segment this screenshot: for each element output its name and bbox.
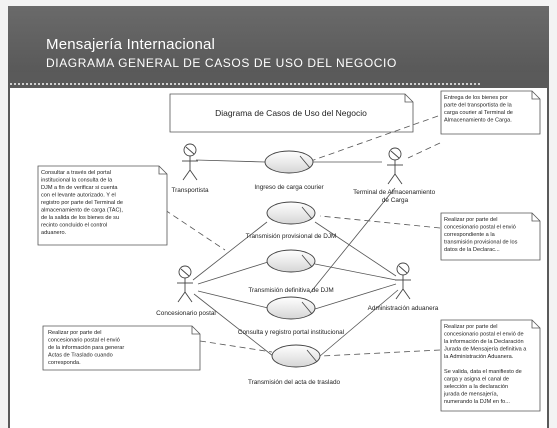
- note-line: corresponda.: [48, 360, 81, 366]
- assoc-aduana-consulta: [314, 283, 397, 310]
- actor-concesionario: [177, 265, 193, 303]
- diagram-canvas: Diagrama de Casos de Uso del Negocio: [10, 88, 547, 428]
- connector-definitiva: [321, 349, 441, 357]
- connector-entrega-terminal: [407, 142, 441, 159]
- use-case-acta-label: Transmisión del acta de traslado: [248, 379, 341, 386]
- note-realizar-definitiva-text: Realizar por parte del concesionario pos…: [443, 324, 528, 405]
- actor-terminal: [387, 147, 403, 185]
- note-line: con el levante autorizado. Y el: [41, 193, 116, 199]
- assoc-concesionario-consulta: [197, 290, 269, 309]
- slide-header: Mensajería Internacional DIAGRAMA GENERA…: [8, 6, 549, 72]
- note-line: Consultar a través del portal: [41, 170, 111, 176]
- note-line: parte del transportista de la: [444, 103, 513, 109]
- note-line: de la información para generar: [48, 345, 124, 351]
- assoc-concesionario-acta: [193, 293, 274, 357]
- assoc-aduana-provisional: [314, 221, 397, 277]
- note-line: selección a la declaración: [444, 384, 508, 390]
- assoc-aduana-acta: [319, 289, 399, 357]
- note-consultar: Consultar a través del portal institucio…: [37, 165, 168, 246]
- note-realizar-acta: Realizar por parte del concesionario pos…: [42, 325, 201, 371]
- use-case-diagram: Diagrama de Casos de Uso del Negocio: [37, 90, 541, 412]
- use-case-provisional: Transmisión provisional de DJM: [246, 201, 337, 240]
- note-line: almacenamiento de carga (TAC),: [41, 208, 123, 214]
- note-line: aduanero.: [41, 230, 67, 236]
- note-line: Actas de Traslado cuando: [48, 353, 113, 359]
- assoc-aduana-definitiva: [314, 263, 397, 281]
- note-realizar-acta-text: Realizar por parte del concesionario pos…: [48, 330, 126, 366]
- actor-concesionario-label: Concesionario postal: [156, 310, 216, 317]
- note-line: registro por parte del Terminal de: [41, 200, 123, 206]
- connector-provisional: [319, 215, 441, 229]
- diagram-title: Diagrama de Casos de Uso del Negocio: [215, 108, 367, 118]
- use-case-definitiva: Transmisión definitiva de DJM: [248, 249, 334, 294]
- diagram-title-note: Diagrama de Casos de Uso del Negocio: [169, 93, 414, 133]
- assoc-concesionario-definitiva: [197, 261, 269, 285]
- note-line: jurada de mensajería,: [443, 392, 499, 398]
- actor-terminal-label-line: de Carga: [382, 197, 409, 204]
- note-consultar-text: Consultar a través del portal institucio…: [41, 170, 125, 236]
- note-line: Se valida, data el manifiesto de: [444, 369, 522, 375]
- slide: Mensajería Internacional DIAGRAMA GENERA…: [8, 6, 549, 428]
- note-line: carga y asigna el canal de: [444, 377, 509, 383]
- assoc-concesionario-provisional: [192, 221, 268, 281]
- note-realizar-definitiva: Realizar por parte del concesionario pos…: [440, 319, 541, 412]
- note-line: de la salida de los bienes de su: [41, 215, 119, 221]
- note-realizar-provisional: Realizar por parte del concesionario pos…: [440, 212, 541, 261]
- note-line: concesionario postal el envió: [444, 225, 516, 231]
- use-case-consulta: Consulta y registro portal institucional: [238, 296, 344, 336]
- slide-subtitle: DIAGRAMA GENERAL DE CASOS DE USO DEL NEG…: [46, 56, 397, 70]
- note-line: transmisión provisional de los: [444, 240, 518, 246]
- note-line: Realizar por parte del: [444, 324, 497, 330]
- actor-aduana-label: Administración aduanera: [368, 305, 439, 312]
- actor-terminal-label: Terminal de Almacenamiento de Carga: [353, 189, 437, 204]
- use-case-acta: Transmisión del acta de traslado: [248, 344, 341, 386]
- actor-terminal-label-line: Terminal de Almacenamiento: [353, 189, 435, 196]
- actor-transportista-label: Transportista: [171, 187, 209, 194]
- use-case-consulta-label: Consulta y registro portal institucional: [238, 329, 344, 336]
- note-line: recinto concluido el control: [41, 223, 107, 229]
- note-line: DJM a fin de verificar si cuenta: [41, 185, 118, 191]
- assoc-terminal-consulta: [309, 187, 396, 294]
- note-line: Entrega de los bienes por: [444, 95, 508, 101]
- actor-aduana: [395, 262, 411, 300]
- use-case-ingreso-label: Ingreso de carga courier: [254, 184, 324, 191]
- connector-acta: [199, 340, 273, 353]
- connector-consultar: [164, 209, 226, 251]
- use-case-ingreso: Ingreso de carga courier: [254, 150, 325, 191]
- use-case-definitiva-label: Transmisión definitiva de DJM: [248, 287, 333, 294]
- assoc-transportista-ingreso: [195, 159, 266, 163]
- note-line: concesionario postal el envió: [48, 338, 120, 344]
- note-line: concesionario postal el envió de: [444, 332, 524, 338]
- slide-title: Mensajería Internacional: [46, 36, 216, 53]
- actor-transportista: [182, 143, 198, 181]
- note-line: datos de la Declarac...: [444, 247, 500, 253]
- note-line: Realizar por parte del: [444, 217, 497, 223]
- associations: [192, 159, 399, 357]
- note-line: Almacenamiento de Carga.: [444, 118, 512, 124]
- note-entrega-text: Entrega de los bienes por parte del tran…: [444, 95, 514, 124]
- note-line: Realizar por parte del: [48, 330, 101, 336]
- note-line: institucional la consulta de la: [41, 178, 113, 184]
- note-connectors: [164, 115, 441, 357]
- note-line: Jurada de Mensajería definitiva a: [444, 347, 527, 353]
- dotted-divider: [10, 83, 480, 85]
- note-line: carga courier al Terminal de: [444, 110, 513, 116]
- note-realizar-provisional-text: Realizar por parte del concesionario pos…: [444, 217, 519, 253]
- note-line: correspondiente a la: [444, 232, 496, 238]
- connector-entrega: [307, 115, 439, 163]
- note-line: numerando la DJM en fo...: [444, 399, 510, 405]
- note-entrega: Entrega de los bienes por parte del tran…: [440, 90, 541, 135]
- note-line: la Administración Aduanera.: [444, 354, 514, 360]
- note-line: la información de la Declaración: [444, 339, 524, 345]
- use-case-provisional-label: Transmisión provisional de DJM: [246, 233, 337, 240]
